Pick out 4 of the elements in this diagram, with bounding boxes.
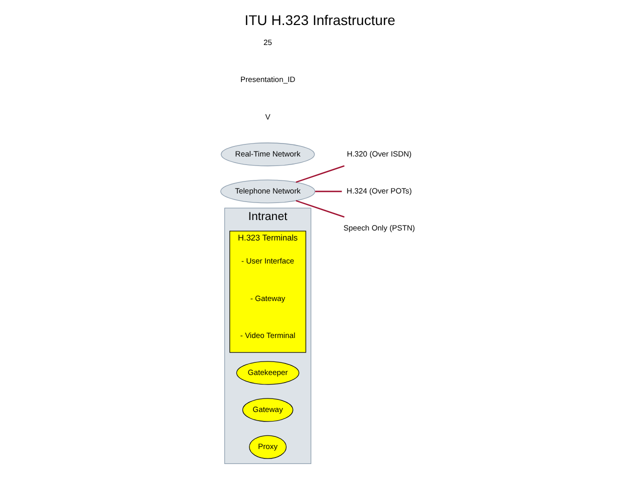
- connector: [296, 200, 345, 218]
- connector: [315, 190, 342, 192]
- diagram-title: ITU H.323 Infrastructure: [244, 12, 396, 28]
- connector: [296, 165, 345, 183]
